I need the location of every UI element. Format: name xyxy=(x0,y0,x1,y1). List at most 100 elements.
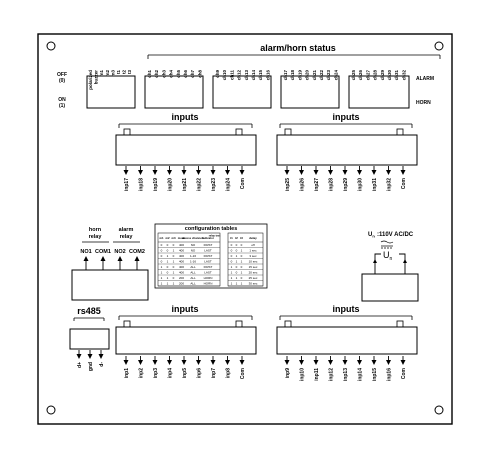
on-sub-label: (1) xyxy=(59,103,65,109)
terminal-arrow-icon xyxy=(152,360,158,365)
config-switch-label: t1 xyxy=(116,70,121,74)
config-cell: FIRST xyxy=(204,243,213,247)
terminal-arrow-icon xyxy=(239,170,245,175)
terminal-label: inp9 xyxy=(285,368,291,378)
terminal-label: inp19 xyxy=(153,178,159,191)
channel-switch-label: ch17 xyxy=(283,70,288,81)
terminal-arrow-icon xyxy=(210,360,216,365)
terminal-arrow-icon xyxy=(196,170,201,175)
config-cell: ALL xyxy=(190,265,196,269)
config-cell: 20 sec xyxy=(249,270,258,274)
config-cell: 1 xyxy=(241,281,243,285)
config-switch-label: polarized xyxy=(88,70,93,90)
config-cell: 0 xyxy=(241,243,243,247)
config-cell: LAST xyxy=(204,259,212,263)
alarm-label: ALARM xyxy=(416,76,434,82)
ac-symbol-icon xyxy=(380,240,394,244)
config-cell: 1 xyxy=(241,270,243,274)
dip-switch-ch9-16[interactable] xyxy=(212,75,272,109)
dip-switch-config[interactable] xyxy=(86,75,136,109)
config-cell: 0 xyxy=(231,248,233,252)
horn-label: HORN xyxy=(416,100,431,106)
config-cell: 1 xyxy=(173,248,175,252)
relay-arrow-icon xyxy=(83,256,89,261)
terminal-label: inp32 xyxy=(387,178,393,191)
off-label: OFF xyxy=(57,72,67,78)
terminal-arrow-icon xyxy=(371,170,377,175)
config-cell: 15 sec xyxy=(249,265,258,269)
terminal-arrow-icon xyxy=(357,360,362,365)
config-cell: 1 xyxy=(173,270,175,274)
off-sub-label: (0) xyxy=(59,78,65,84)
config-cell: 1 xyxy=(231,270,233,274)
relay-terminal-label: NO1 xyxy=(80,249,91,255)
config-cell: 1 xyxy=(167,276,169,280)
terminal-arrow-icon xyxy=(299,360,304,365)
channel-switch-label: ch26 xyxy=(358,70,363,81)
config-cell: NO xyxy=(191,248,196,252)
terminal-label: inp22 xyxy=(197,178,203,191)
config-cell: 1 xyxy=(167,254,169,258)
channel-switch-label: ch21 xyxy=(312,70,317,81)
mount-hole-bottom-left xyxy=(46,405,56,415)
config-cell: 1 xyxy=(241,248,243,252)
config-header: m2 xyxy=(165,236,169,240)
config-cell: 400 xyxy=(179,248,184,252)
config-header: relay test xyxy=(209,234,221,238)
terminal-label: inp28 xyxy=(329,178,335,191)
terminal-arrow-icon xyxy=(138,360,143,365)
terminal-arrow-icon xyxy=(210,170,216,175)
channel-switch-label: ch31 xyxy=(394,70,399,81)
terminal-label: inp23 xyxy=(211,178,217,191)
config-header: indicator xyxy=(202,236,215,240)
config-switch-label: t2 xyxy=(122,70,127,74)
channel-switch-label: ch15 xyxy=(258,70,263,81)
channel-switch-label: ch7 xyxy=(190,70,195,78)
horn-relay-sub: relay xyxy=(89,234,103,240)
panel-outline xyxy=(37,33,453,425)
dip-switch-ch1-8[interactable] xyxy=(144,75,204,109)
terminal-label: inp11 xyxy=(314,368,320,381)
terminal-label: Com xyxy=(401,177,407,189)
terminal-arrow-icon xyxy=(98,354,104,359)
dip-switch-ch25-32[interactable] xyxy=(348,75,410,109)
mount-hole-bottom-right xyxy=(434,405,444,415)
channel-switch-label: ch29 xyxy=(380,70,385,81)
alarm-relay-title: alarm xyxy=(119,227,134,233)
config-header: t3 xyxy=(240,236,243,240)
terminal-label: inp15 xyxy=(372,368,378,381)
config-header: t1 xyxy=(230,236,233,240)
config-header: access channels xyxy=(182,236,205,240)
terminal-arrow-icon xyxy=(76,354,82,359)
config-cell: 0 xyxy=(173,276,175,280)
config-cell: 0 xyxy=(161,248,163,252)
config-cell: 200 xyxy=(179,276,184,280)
channel-switch-label: ch28 xyxy=(373,70,378,81)
on-label: ON xyxy=(58,97,66,103)
config-cell: 0 xyxy=(241,254,243,258)
lower-left-inputs-title: inputs xyxy=(172,304,199,314)
dip-switch-ch17-24[interactable] xyxy=(280,75,340,109)
config-cell: 200 xyxy=(179,281,184,285)
channel-switch-label: ch12 xyxy=(237,70,242,81)
config-cell: 1 xyxy=(173,259,175,263)
channel-switch-label: ch22 xyxy=(319,70,324,81)
channel-switch-label: ch11 xyxy=(229,70,234,81)
terminal-label: inp17 xyxy=(124,178,130,191)
channel-switch-label: ch20 xyxy=(305,70,310,81)
config-cell: 1 xyxy=(161,281,163,285)
config-cell: 3 sec xyxy=(249,254,257,258)
channel-switch-label: ch10 xyxy=(222,70,227,81)
terminal-arrow-icon xyxy=(284,360,290,365)
config-cell: LAST xyxy=(204,270,212,274)
channel-switch-label: ch16 xyxy=(265,70,270,81)
terminal-arrow-icon xyxy=(152,170,158,175)
relay-arrow-icon xyxy=(134,256,140,261)
config-cell: 25 sec xyxy=(249,276,258,280)
terminal-arrow-icon xyxy=(87,354,93,359)
terminal-arrow-icon xyxy=(313,170,319,175)
config-cell: 1 xyxy=(236,254,238,258)
